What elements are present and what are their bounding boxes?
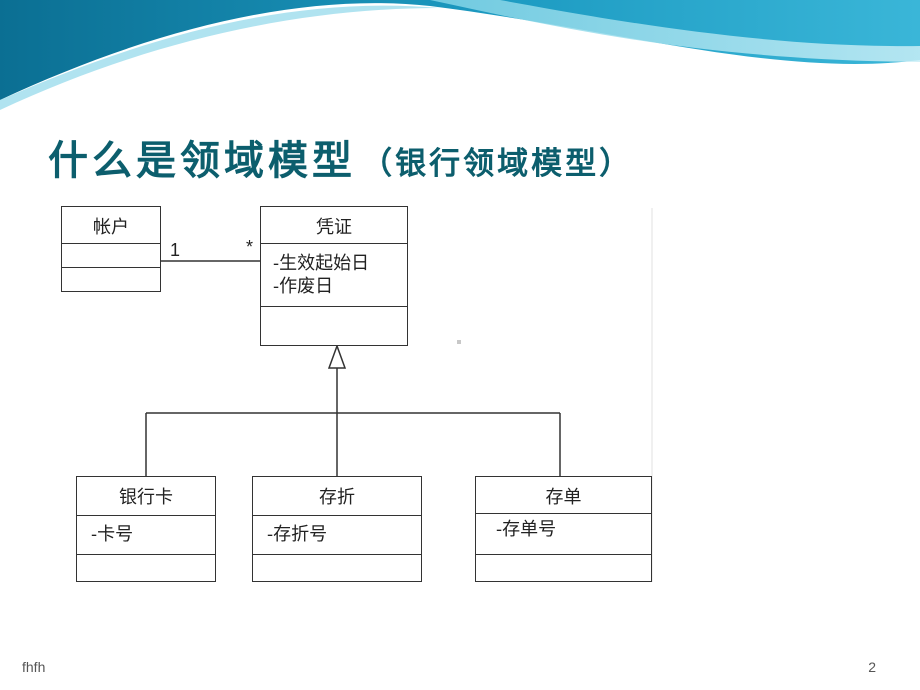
attribute: -存折号 (267, 524, 328, 545)
compartment-divider (77, 554, 215, 555)
class-name: 存单 (545, 487, 582, 508)
class-name: 存折 (319, 487, 355, 508)
compartment-divider (77, 515, 215, 516)
multiplicity-right: * (246, 237, 254, 257)
footer-text: fhfh (22, 659, 46, 675)
page-number: 2 (868, 659, 876, 675)
class-passbook: 存折 -存折号 (252, 476, 422, 582)
class-name: 银行卡 (119, 487, 173, 508)
header-banner (0, 0, 920, 110)
attribute: -生效起始日 (273, 253, 370, 274)
title-subtitle: （银行领域模型） (361, 146, 634, 182)
marker-dot (457, 340, 461, 344)
multiplicity-left: 1 (170, 240, 181, 260)
compartment-divider (253, 515, 421, 516)
compartment-divider (476, 513, 651, 514)
class-name: 凭证 (316, 217, 352, 238)
title-main: 什么是领域模型 (48, 138, 356, 184)
attribute: -存单号 (496, 519, 557, 540)
class-voucher: 凭证 -生效起始日 -作废日 (260, 206, 408, 346)
compartment-divider (253, 554, 421, 555)
class-account: 帐户 (61, 206, 161, 292)
compartment-divider (62, 267, 160, 268)
slide-title: 什么是领域模型 （银行领域模型） (48, 128, 633, 184)
inheritance-arrowhead (327, 343, 347, 369)
compartment-divider (476, 554, 651, 555)
class-bank-card: 银行卡 -卡号 (76, 476, 216, 582)
attribute: -卡号 (91, 524, 134, 545)
compartment-divider (261, 243, 407, 244)
compartment-divider (62, 243, 160, 244)
attribute: -作废日 (273, 276, 334, 297)
class-name: 帐户 (93, 217, 129, 238)
compartment-divider (261, 306, 407, 307)
class-deposit-slip: 存单 -存单号 (475, 476, 652, 582)
